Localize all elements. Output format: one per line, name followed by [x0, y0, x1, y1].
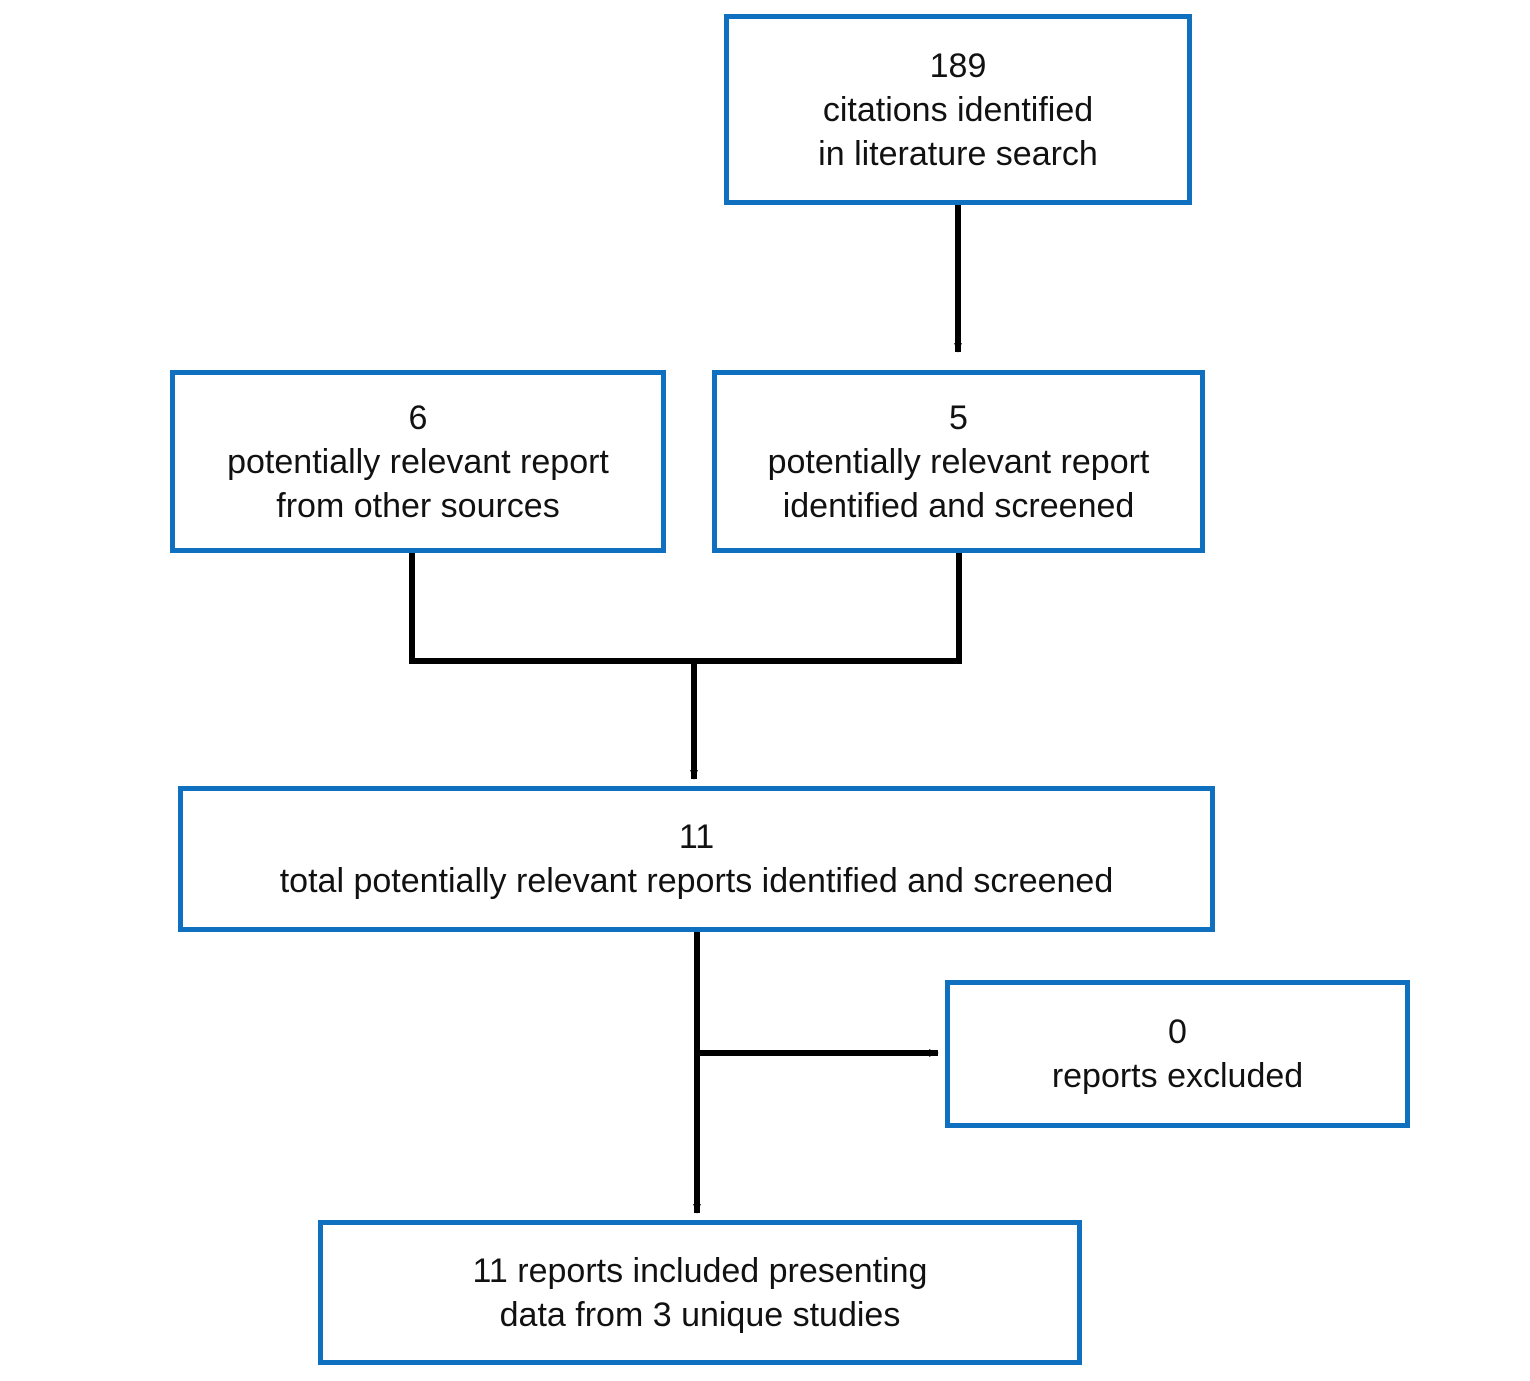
excluded-label: reports excluded — [1051, 1057, 1304, 1095]
box-reports-from-other-sources: 6 potentially relevant report from other… — [170, 370, 666, 553]
citations-identified-count: 189 — [929, 46, 987, 85]
citations-identified-label-line1: citations identified — [822, 90, 1094, 129]
box-reports-excluded: 0 reports excluded — [945, 980, 1410, 1128]
box-reports-identified-and-screened: 5 potentially relevant report identified… — [712, 370, 1205, 553]
other-sources-label-line2: from other sources — [276, 486, 560, 525]
included-label-line2: data from 3 unique studies — [499, 1295, 901, 1334]
citations-identified-label-line2: in literature search — [818, 134, 1098, 173]
box-total-reports-screened: 11 total potentially relevant reports id… — [178, 786, 1215, 932]
box-citations-identified: 189 citations identified in literature s… — [724, 14, 1192, 205]
other-sources-label-line1: potentially relevant report — [227, 442, 609, 481]
other-sources-count: 6 — [408, 398, 428, 437]
screened-count: 5 — [949, 398, 968, 437]
box-reports-included: 11 reports included presenting data from… — [318, 1220, 1082, 1365]
total-screened-label: total potentially relevant reports ident… — [279, 862, 1114, 900]
screened-label-line2: identified and screened — [782, 486, 1135, 525]
included-label-line1: 11 reports included presenting — [472, 1251, 928, 1290]
total-screened-count: 11 — [678, 818, 715, 856]
excluded-count: 0 — [1168, 1013, 1187, 1051]
screened-label-line1: potentially relevant report — [767, 442, 1150, 481]
